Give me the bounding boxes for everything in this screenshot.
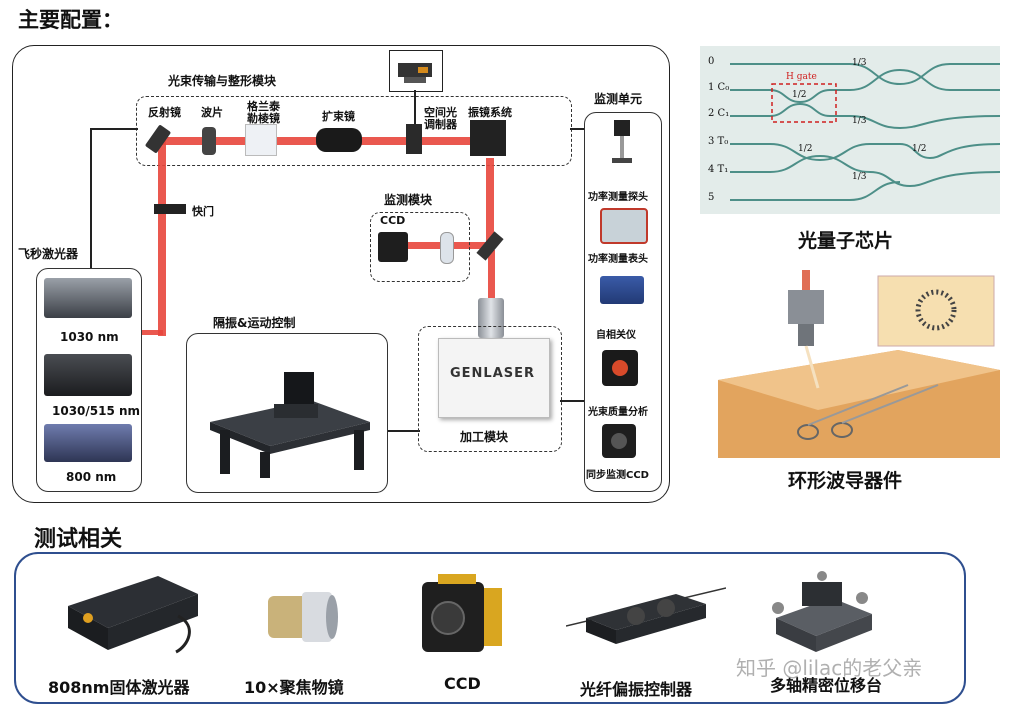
shutter-icon <box>154 204 186 214</box>
chip-ratio-4: 1/2 <box>798 144 813 154</box>
beam-module-title: 光束传输与整形模块 <box>168 74 277 88</box>
monitor-item-3: 自相关仪 <box>596 330 636 341</box>
laser-1030-label: 1030 nm <box>60 330 119 344</box>
objective-icon <box>478 298 504 338</box>
laser-800-image <box>44 424 132 462</box>
test-panel <box>14 552 966 704</box>
beam-vertical-left <box>158 140 166 336</box>
slm-label-1: 空间光 <box>424 106 457 119</box>
watermark: 知乎 @lilac的老父亲 <box>736 656 923 680</box>
galvo-icon <box>470 120 506 156</box>
power-meter-image <box>600 208 648 244</box>
monitor-item-4: 光束质量分析 <box>588 407 648 418</box>
chip-row-2: 2 C₁ <box>708 108 730 119</box>
beam-module-box <box>136 96 572 166</box>
chip-ratio-3: 1/3 <box>852 116 867 126</box>
test-item-ccd: CCD <box>444 674 481 693</box>
prism-label-1: 格兰泰 <box>247 100 280 113</box>
genlaser-logo: GENLASER <box>450 366 536 381</box>
chip-caption: 光量子芯片 <box>798 230 894 252</box>
main-config-heading: 主要配置： <box>18 8 123 32</box>
stage-image <box>772 571 872 652</box>
laser-1030-515-label: 1030/515 nm <box>52 404 141 418</box>
monitor-unit-title: 监测单元 <box>594 92 643 106</box>
laser-1030-515-image <box>44 354 132 396</box>
test-related-heading: 测试相关 <box>34 527 123 552</box>
monitor-module-title: 监测模块 <box>384 193 433 207</box>
laser-title: 飞秒激光器 <box>18 247 79 261</box>
chip-ratio-5: 1/2 <box>912 144 927 154</box>
ccd-camera-icon <box>378 232 408 262</box>
slm-label-2: 调制器 <box>424 118 457 131</box>
expander-icon <box>316 128 362 152</box>
beam-profiler-image <box>602 350 638 386</box>
laser-1030-image <box>44 278 132 318</box>
expander-label: 扩束镜 <box>322 110 355 123</box>
mirror-label: 反射镜 <box>148 106 181 119</box>
monitor-item-2: 功率测量表头 <box>588 254 648 265</box>
chip-row-4: 4 T₁ <box>708 164 729 175</box>
sync-ccd-image <box>602 424 636 458</box>
chip-ratio-2: 1/2 <box>792 90 807 100</box>
objective-lens-image <box>268 592 338 642</box>
optical-table-image <box>210 372 370 478</box>
monitor-item-5: 同步监测CCD <box>586 470 649 481</box>
waveguide-image <box>718 270 1000 458</box>
monitor-module-box <box>370 212 470 282</box>
h-gate-label: H gate <box>786 72 817 82</box>
beam-to-lasers <box>123 330 163 335</box>
beam-galvo-down <box>486 158 494 250</box>
test-item-objective: 10×聚焦物镜 <box>244 678 344 697</box>
slm-picture <box>389 50 443 92</box>
chip-row-0: 0 <box>708 56 715 67</box>
ccd-image <box>422 574 502 652</box>
chip-diagram: 0 1 C₀ 2 C₁ 3 T₀ 4 T₁ 5 H gate 1/3 1/2 1… <box>700 46 1001 214</box>
beam-objective-down <box>488 250 495 298</box>
laser-800-label: 800 nm <box>66 470 117 484</box>
autocorrelator-image <box>600 276 644 304</box>
fiber-controller-image <box>566 587 726 644</box>
chip-row-3: 3 T₀ <box>708 136 729 147</box>
monitor-item-1: 功率测量探头 <box>588 192 648 203</box>
processing-box <box>418 326 562 452</box>
waveplate-label: 波片 <box>201 106 223 119</box>
power-probe-image <box>608 120 636 164</box>
galvo-label: 振镜系统 <box>468 106 512 119</box>
processing-title: 加工模块 <box>460 430 509 444</box>
waveplate-icon <box>202 127 216 155</box>
chip-ratio-1: 1/3 <box>852 58 867 68</box>
prism-label-2: 勒棱镜 <box>247 112 280 125</box>
test-item-laser: 808nm固体激光器 <box>48 678 190 697</box>
lens-icon <box>440 232 454 264</box>
test-item-fiber-controller: 光纤偏振控制器 <box>580 680 693 699</box>
chip-ratio-6: 1/3 <box>852 172 867 182</box>
slm-icon <box>406 124 422 154</box>
solid-laser-image <box>68 576 198 654</box>
chip-waveguides <box>730 63 1001 201</box>
ccd-label: CCD <box>380 214 406 227</box>
shutter-label: 快门 <box>192 205 214 218</box>
chip-row-1: 1 C₀ <box>708 82 730 93</box>
prism-icon <box>245 124 277 156</box>
chip-row-5: 5 <box>708 192 715 203</box>
isolation-title: 隔振&运动控制 <box>213 316 296 330</box>
genlaser-plate <box>438 338 550 418</box>
waveguide-caption: 环形波导器件 <box>788 470 903 492</box>
test-item-stage: 多轴精密位移台 <box>770 676 883 695</box>
